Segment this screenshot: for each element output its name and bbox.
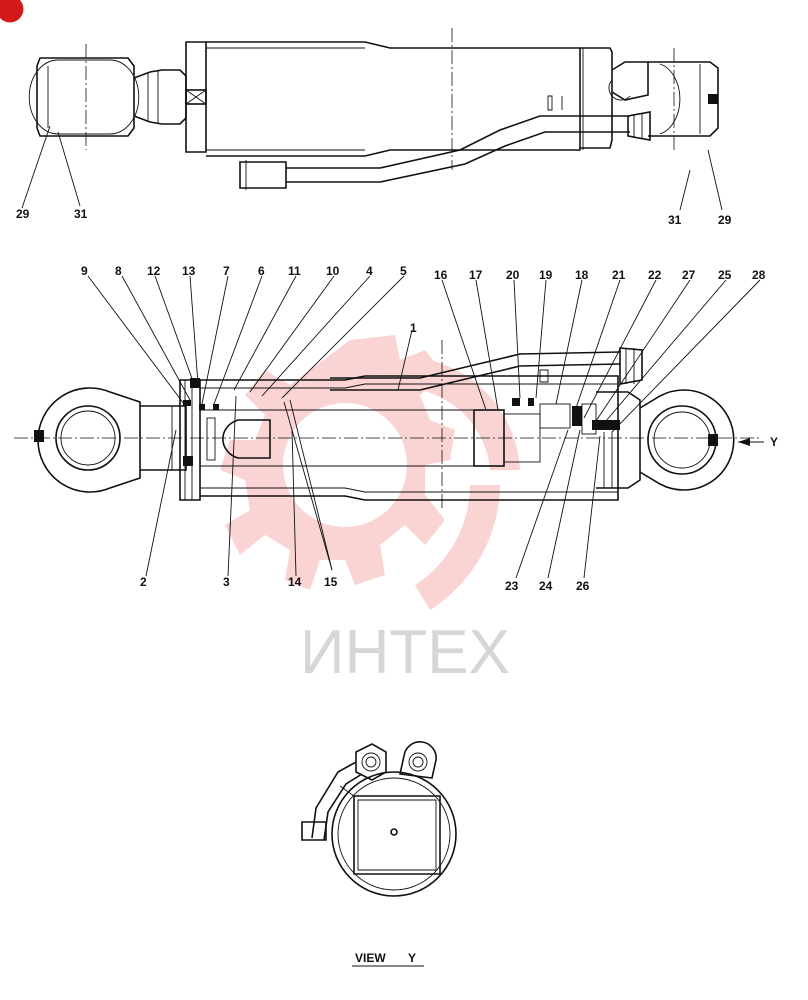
label-1: 1 xyxy=(410,321,417,335)
label-16: 16 xyxy=(434,268,448,282)
label-31-right: 31 xyxy=(668,213,682,227)
end-view-y xyxy=(301,741,457,897)
label-20: 20 xyxy=(506,268,520,282)
label-25: 25 xyxy=(718,268,732,282)
label-12: 12 xyxy=(147,264,161,278)
label-8: 8 xyxy=(115,264,122,278)
label-22: 22 xyxy=(648,268,662,282)
label-9: 9 xyxy=(81,264,88,278)
watermark-logo xyxy=(220,335,520,610)
direction-label-y: Y xyxy=(770,435,778,449)
top-view-labels: 29 31 31 29 xyxy=(16,125,732,227)
label-3: 3 xyxy=(223,575,230,589)
label-28: 28 xyxy=(752,268,766,282)
corner-mark xyxy=(0,0,24,23)
label-11: 11 xyxy=(288,264,301,278)
label-26: 26 xyxy=(576,579,590,593)
top-view-cylinder xyxy=(28,28,719,190)
label-29-right: 29 xyxy=(718,213,732,227)
label-19: 19 xyxy=(539,268,553,282)
view-caption-main: VIEW xyxy=(355,951,386,965)
label-17: 17 xyxy=(469,268,483,282)
section-view-cylinder xyxy=(14,340,764,510)
label-18: 18 xyxy=(575,268,589,282)
end-view-caption: VIEW Y xyxy=(352,951,424,967)
label-6: 6 xyxy=(258,264,265,278)
label-27: 27 xyxy=(682,268,696,282)
label-24: 24 xyxy=(539,579,553,593)
label-5: 5 xyxy=(400,264,407,278)
section-view-leaders xyxy=(87,275,761,579)
label-31-left: 31 xyxy=(74,207,88,221)
label-23: 23 xyxy=(505,579,519,593)
label-15: 15 xyxy=(324,575,338,589)
watermark-text: ИНТЕХ xyxy=(300,618,510,687)
label-14: 14 xyxy=(288,575,302,589)
label-4: 4 xyxy=(366,264,373,278)
label-7: 7 xyxy=(223,264,230,278)
label-13: 13 xyxy=(182,264,196,278)
label-29-left: 29 xyxy=(16,207,30,221)
section-view-labels: 9 8 12 13 7 6 11 10 4 5 1 16 17 20 19 18… xyxy=(81,264,778,593)
label-10: 10 xyxy=(326,264,340,278)
view-caption-letter: Y xyxy=(408,951,416,965)
label-2: 2 xyxy=(140,575,147,589)
label-21: 21 xyxy=(612,268,626,282)
